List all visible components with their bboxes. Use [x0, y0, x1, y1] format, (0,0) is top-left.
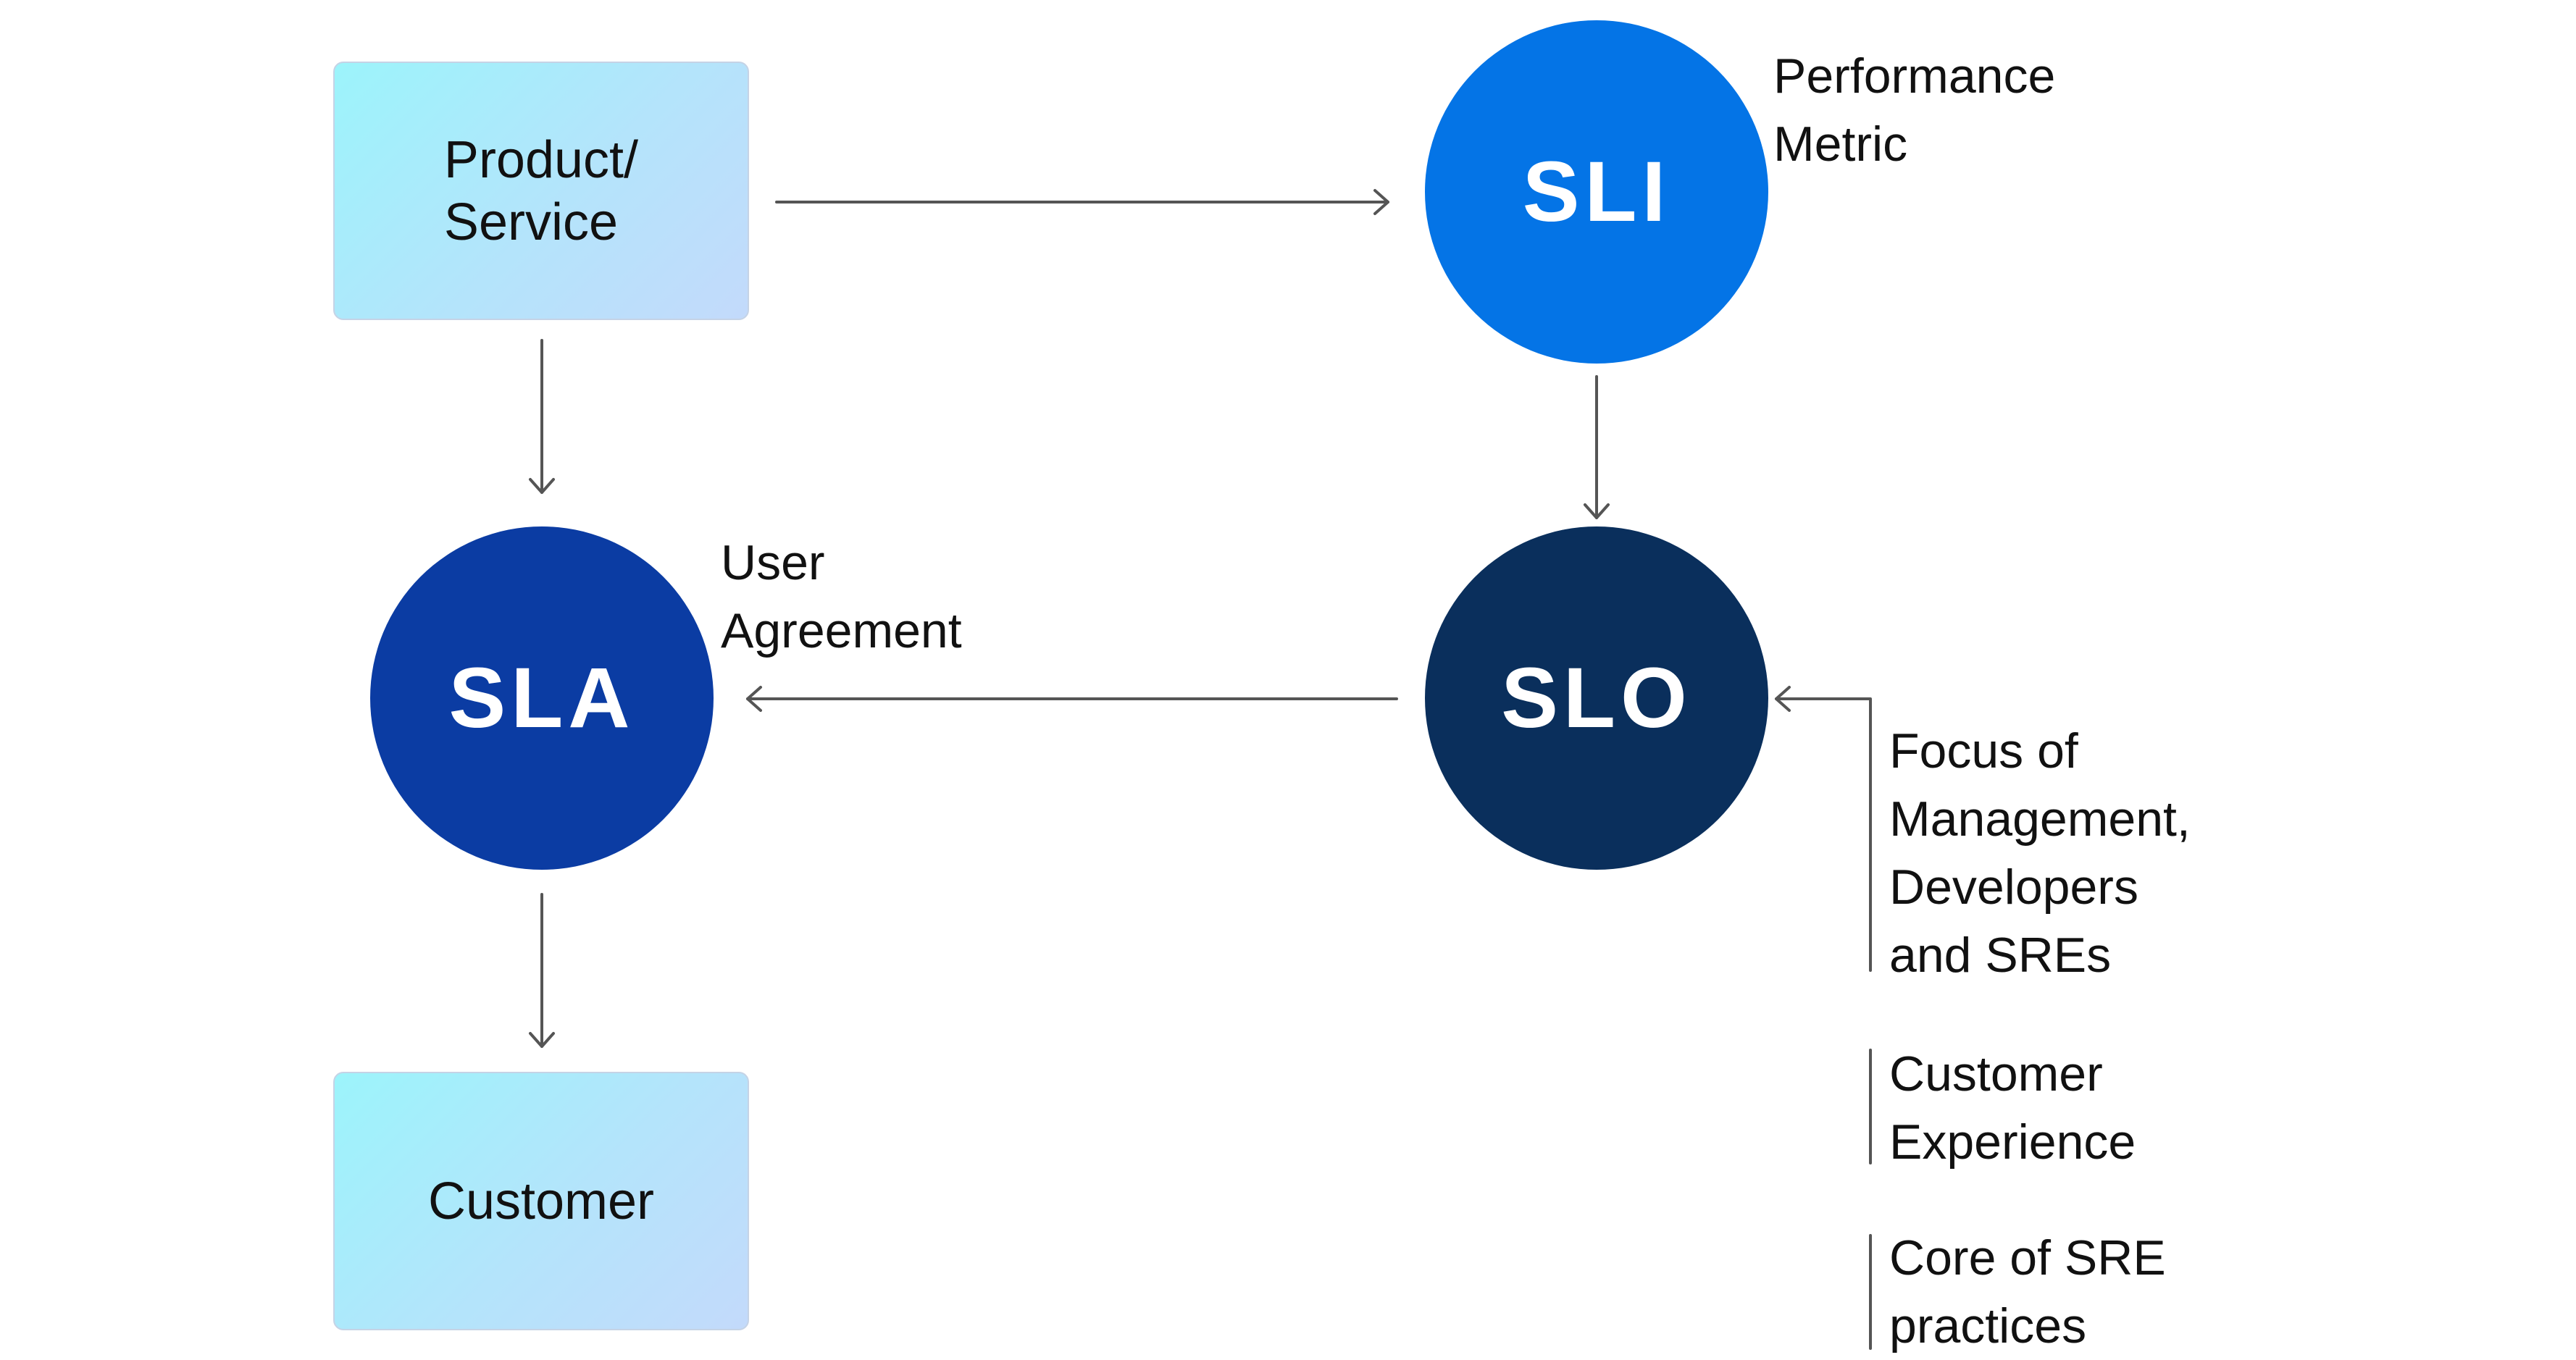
- product-service-label: Product/ Service: [443, 130, 639, 251]
- slo-focus-annotation: Focus of Management, Developers and SREs: [1889, 723, 2191, 983]
- core-sre-annotation: Core of SRE practices: [1889, 1230, 2166, 1353]
- arrow-sla-to-customer: [529, 893, 555, 1048]
- customer-box: Customer: [333, 1072, 749, 1330]
- sla-annotation: User Agreement: [721, 535, 962, 658]
- arrow-product-to-sli: [775, 189, 1389, 215]
- sli-circle: SLI: [1425, 20, 1768, 364]
- customer-label: Customer: [427, 1172, 655, 1230]
- customer-experience-annotation: Customer Experience: [1889, 1046, 2136, 1170]
- arrow-sli-to-slo: [1584, 375, 1610, 519]
- arrow-slo-to-sla: [746, 686, 1398, 712]
- arrow-product-to-sla: [529, 339, 555, 494]
- sli-annotation: Performance Metric: [1773, 49, 2056, 172]
- sla-label: SLA: [448, 650, 635, 746]
- product-service-box: Product/ Service: [333, 62, 749, 320]
- slo-label: SLO: [1501, 650, 1692, 746]
- sla-circle: SLA: [370, 526, 714, 870]
- arrow-focus-to-slo: [1775, 686, 1872, 972]
- sli-label: SLI: [1522, 144, 1671, 240]
- slo-circle: SLO: [1425, 526, 1768, 870]
